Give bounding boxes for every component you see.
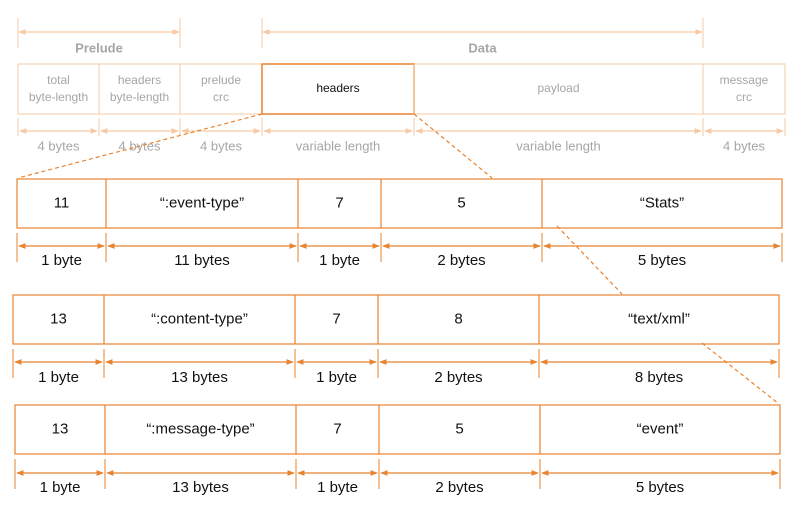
field-label: message	[720, 73, 769, 87]
header-cell-size: 1 byte	[319, 252, 360, 269]
field-label: byte-length	[110, 90, 169, 104]
header-cell-value: 5	[457, 194, 465, 211]
header-cell-size: 1 byte	[317, 479, 358, 496]
field-label: headers	[316, 81, 359, 95]
header-cell-size: 2 bytes	[435, 479, 483, 496]
field-label: headers	[118, 73, 161, 87]
header-cell-value: 11	[54, 194, 70, 211]
header-cell-size: 5 bytes	[636, 479, 684, 496]
header-row-3	[14, 404, 781, 455]
header-cell-size: 2 bytes	[437, 252, 485, 269]
field-label: crc	[736, 90, 752, 104]
header-cell-size: 1 byte	[38, 369, 79, 386]
header-cell-size: 11 bytes	[174, 252, 230, 269]
header-cell-value: “:message-type”	[146, 420, 254, 437]
group-label-prelude: Prelude	[75, 40, 123, 55]
field-label: total	[47, 73, 70, 87]
header-cell-value: 13	[50, 310, 67, 327]
header-cell-size: 1 byte	[40, 479, 81, 496]
zoom-dash-line	[701, 342, 780, 405]
field-label: prelude	[201, 73, 241, 87]
header-cell-value: 7	[333, 420, 341, 437]
header-cell-value: “text/xml”	[628, 310, 690, 327]
header-row-1	[16, 178, 783, 229]
header-cell-value: 7	[335, 194, 343, 211]
field-size: 4 bytes	[38, 138, 80, 153]
field-size: 4 bytes	[200, 138, 242, 153]
header-cell-size: 1 byte	[316, 369, 357, 386]
field-size: variable length	[296, 138, 381, 153]
field-size: 4 bytes	[723, 138, 765, 153]
field-label: byte-length	[29, 90, 88, 104]
header-cell-size: 13 bytes	[172, 479, 229, 496]
zoom-dash-line	[17, 113, 263, 179]
header-cell-value: 5	[455, 420, 463, 437]
header-cell-value: 13	[52, 420, 69, 437]
header-cell-value: “Stats”	[640, 194, 684, 211]
field-label: crc	[213, 90, 229, 104]
zoom-dash-line	[556, 225, 623, 295]
header-cell-value: 7	[332, 310, 340, 327]
header-cell-size: 8 bytes	[635, 369, 683, 386]
group-label-data: Data	[468, 40, 497, 55]
header-cell-value: 8	[454, 310, 462, 327]
field-label: payload	[537, 81, 579, 95]
header-row-2	[12, 294, 780, 345]
header-cell-size: 5 bytes	[638, 252, 686, 269]
header-cell-size: 1 byte	[41, 252, 82, 269]
header-cell-value: “:content-type”	[151, 310, 248, 327]
header-cell-value: “event”	[637, 420, 684, 437]
header-cell-value: “:event-type”	[160, 194, 244, 211]
field-size: variable length	[516, 138, 601, 153]
header-cell-size: 13 bytes	[171, 369, 228, 386]
zoom-dash-line	[413, 113, 493, 179]
header-cell-size: 2 bytes	[434, 369, 482, 386]
